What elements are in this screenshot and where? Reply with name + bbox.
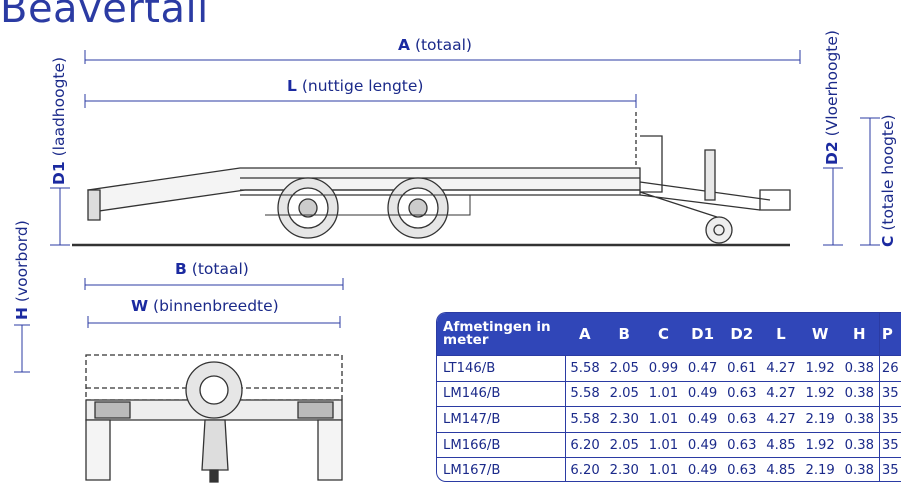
table-row: LM146/B 5.58 2.05 1.01 0.49 0.63 4.27 1.… xyxy=(437,380,901,407)
table-cell-model: LT146/B xyxy=(437,355,566,382)
table-cell: 6.20 xyxy=(565,457,605,481)
table-cell: 0.38 xyxy=(839,406,880,433)
table-cell: 5.58 xyxy=(565,355,605,382)
table-cell: 0.99 xyxy=(643,355,684,382)
table-header-a: A xyxy=(565,313,605,356)
table-cell: 0.49 xyxy=(683,380,723,407)
table-cell: 6.20 xyxy=(565,431,605,458)
table-cell: 0.63 xyxy=(722,406,762,433)
table-cell: 0.38 xyxy=(839,431,880,458)
dimension-l-label: L (nuttige lengte) xyxy=(287,77,424,95)
table-row: LM166/B 6.20 2.05 1.01 0.49 0.63 4.85 1.… xyxy=(437,431,901,458)
table-cell: 4.27 xyxy=(761,355,801,382)
table-header-p: P xyxy=(878,313,901,356)
table-cell: 0.38 xyxy=(839,457,880,481)
table-cell: 2.30 xyxy=(604,406,644,433)
table-cell: 0.63 xyxy=(722,380,762,407)
table-cell-model: LM146/B xyxy=(437,380,566,407)
dimension-h-label: H (voorbord) xyxy=(13,220,31,320)
dimension-d1-label: D1 (laadhoogte) xyxy=(50,56,68,185)
table-cell: 1.01 xyxy=(643,406,684,433)
table-row: LT146/B 5.58 2.05 0.99 0.47 0.61 4.27 1.… xyxy=(437,355,901,382)
table-header-b: B xyxy=(604,313,644,356)
table-header-h: H xyxy=(839,313,880,356)
table-cell-model: LM147/B xyxy=(437,406,566,433)
table-cell: 0.49 xyxy=(683,431,723,458)
table-cell: 1.01 xyxy=(643,431,684,458)
table-cell: 2.19 xyxy=(800,457,840,481)
table-cell: 35 xyxy=(878,457,901,481)
spec-table: Afmetingen in meter A B C D1 D2 L W H P … xyxy=(437,313,901,481)
table-header-c: C xyxy=(643,313,684,356)
table-cell: 2.05 xyxy=(604,380,644,407)
table-header-d1: D1 xyxy=(683,313,723,356)
table-cell: 4.27 xyxy=(761,406,801,433)
table-cell: 4.27 xyxy=(761,380,801,407)
table-cell: 0.63 xyxy=(722,431,762,458)
table-cell: 0.49 xyxy=(683,457,723,481)
table-cell: 5.58 xyxy=(565,406,605,433)
dimension-c-label: C (totale hoogte) xyxy=(879,114,897,247)
table-cell: 2.19 xyxy=(800,406,840,433)
table-cell: 4.85 xyxy=(761,457,801,481)
dimension-b-label: B (totaal) xyxy=(175,260,249,278)
table-header-w: W xyxy=(800,313,840,356)
table-cell: 1.01 xyxy=(643,457,684,481)
dimension-d2-label: D2 (Vloerhoogte) xyxy=(823,30,841,165)
table-cell: 1.01 xyxy=(643,380,684,407)
spec-table-container: Afmetingen in meter A B C D1 D2 L W H P … xyxy=(436,312,901,482)
table-cell: 2.30 xyxy=(604,457,644,481)
spec-table-header-row: Afmetingen in meter A B C D1 D2 L W H P xyxy=(437,313,901,356)
table-header-afmetingen: Afmetingen in meter xyxy=(437,313,566,356)
dimension-w-label: W (binnenbreedte) xyxy=(131,297,279,315)
table-cell: 1.92 xyxy=(800,431,840,458)
table-cell: 2.05 xyxy=(604,355,644,382)
table-cell: 0.38 xyxy=(839,380,880,407)
table-cell: 0.63 xyxy=(722,457,762,481)
table-cell: 35 xyxy=(878,406,901,433)
table-cell: 2.05 xyxy=(604,431,644,458)
table-cell: 26 xyxy=(878,355,901,382)
page-title: Beavertail xyxy=(0,0,209,32)
table-cell: 0.38 xyxy=(839,355,880,382)
dimension-a-label: A (totaal) xyxy=(398,36,472,54)
table-cell: 4.85 xyxy=(761,431,801,458)
table-header-d2: D2 xyxy=(722,313,762,356)
table-cell: 1.92 xyxy=(800,380,840,407)
table-cell: 0.47 xyxy=(683,355,723,382)
table-cell-model: LM166/B xyxy=(437,431,566,458)
table-cell-model: LM167/B xyxy=(437,457,566,481)
table-cell: 5.58 xyxy=(565,380,605,407)
table-cell: 1.92 xyxy=(800,355,840,382)
table-cell: 35 xyxy=(878,431,901,458)
table-row: LM167/B 6.20 2.30 1.01 0.49 0.63 4.85 2.… xyxy=(437,457,901,481)
table-cell: 35 xyxy=(878,380,901,407)
table-row: LM147/B 5.58 2.30 1.01 0.49 0.63 4.27 2.… xyxy=(437,406,901,433)
table-cell: 0.49 xyxy=(683,406,723,433)
table-cell: 0.61 xyxy=(722,355,762,382)
table-header-l: L xyxy=(761,313,801,356)
